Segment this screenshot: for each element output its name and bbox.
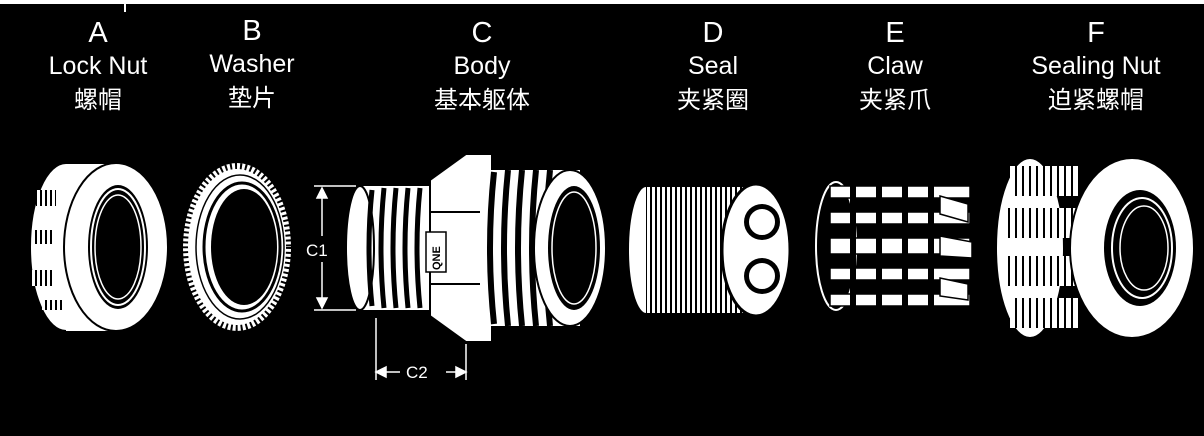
- brand-mark: QNE: [431, 246, 443, 270]
- top-border-line: [0, 0, 1204, 4]
- dimension-c2: [374, 318, 468, 380]
- part-letter: F: [1087, 17, 1105, 49]
- part-name-cn: 夹紧圈: [677, 86, 749, 114]
- part-name-cn: 夹紧爪: [859, 86, 931, 114]
- part-name-cn: 基本躯体: [434, 86, 530, 114]
- part-label-e: E Claw 夹紧爪: [815, 18, 975, 114]
- part-name-en: Body: [453, 52, 511, 80]
- seal-part: [627, 182, 792, 318]
- lock-nut-part: [29, 162, 169, 332]
- claw-part: [815, 181, 973, 311]
- part-letter: A: [88, 17, 108, 49]
- corner-divider-line: [124, 0, 126, 12]
- part-letter: D: [702, 17, 724, 49]
- washer-part: [182, 163, 292, 331]
- body-part: QNE: [345, 153, 607, 343]
- part-letter: C: [471, 17, 493, 49]
- part-label-b: B Washer 垫片: [172, 16, 332, 112]
- part-letter: E: [885, 17, 905, 49]
- part-label-d: D Seal 夹紧圈: [633, 18, 793, 114]
- dimension-c2-label: C2: [406, 363, 428, 382]
- part-name-en: Sealing Nut: [1031, 52, 1161, 80]
- dimension-c1: [314, 185, 356, 311]
- part-name-en: Lock Nut: [48, 52, 148, 80]
- part-label-c: C Body 基本躯体: [402, 18, 562, 114]
- part-name-cn: 螺帽: [74, 86, 122, 114]
- dimension-c1-label: C1: [306, 241, 328, 260]
- part-letter: B: [242, 15, 262, 47]
- part-name-en: Seal: [687, 52, 739, 80]
- part-name-cn: 垫片: [228, 84, 276, 112]
- part-name-en: Washer: [209, 50, 295, 78]
- part-name-cn: 迫紧螺帽: [1048, 86, 1144, 114]
- part-label-f: F Sealing Nut 迫紧螺帽: [1016, 18, 1176, 114]
- part-name-en: Claw: [867, 52, 923, 80]
- part-label-a: A Lock Nut 螺帽: [18, 18, 178, 114]
- sealing-nut-part: [995, 157, 1195, 339]
